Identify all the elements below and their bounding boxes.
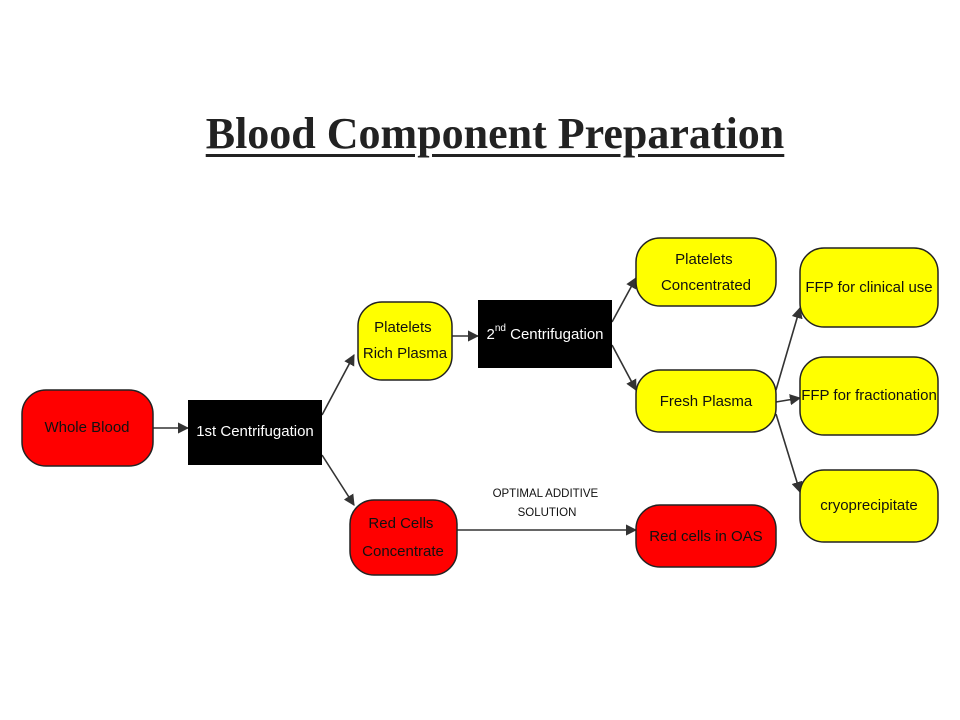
node-red-cells-concentrate: Red Cells Concentrate — [349, 499, 458, 576]
node-red-cells-in-oas: Red cells in OAS — [635, 504, 777, 568]
node-cryoprecipitate: cryoprecipitate — [799, 469, 939, 543]
edge-second-centrifugation-to-platelets-concentrated — [611, 277, 637, 323]
svg-text:FFP for clinical use: FFP for clinical use — [805, 279, 932, 296]
node-ffp-clinical: FFP for clinical use — [799, 247, 939, 328]
node-platelets-concentrated: Platelets Concentrated — [635, 237, 777, 307]
svg-text:Platelets Rich Plasma: Platelets Rich Plasma — [363, 319, 448, 362]
svg-text:Platelets Concentrated: Platelets Concentrated — [661, 251, 751, 294]
edge-label-optimal-additive-solution: OPTIMAL ADDITIVE SOLUTION — [493, 488, 602, 519]
svg-text:Red Cells Concentrate: Red Cells Concentrate — [362, 515, 444, 560]
node-whole-blood: Whole Blood — [21, 389, 154, 467]
node-first-centrifugation: 1st Centrifugation — [188, 400, 322, 465]
svg-text:Whole Blood: Whole Blood — [44, 419, 129, 436]
page-title: Blood Component Preparation — [205, 109, 785, 158]
node-second-centrifugation: 2nd Centrifugation — [478, 300, 612, 368]
node-platelets-rich-plasma: Platelets Rich Plasma — [357, 301, 453, 381]
edges — [153, 277, 803, 536]
edge-first-centrifugation-to-red-cells-concentrate — [321, 454, 355, 506]
svg-text:1st Centrifugation: 1st Centrifugation — [196, 423, 314, 440]
edge-fresh-plasma-to-ffp-clinical — [775, 306, 803, 391]
svg-text:FFP for fractionation: FFP for fractionation — [801, 387, 937, 404]
node-ffp-fractionation: FFP for fractionation — [799, 356, 939, 436]
svg-text:Fresh Plasma: Fresh Plasma — [660, 393, 753, 410]
svg-text:2nd Centrifugation: 2nd Centrifugation — [486, 323, 603, 343]
edge-second-centrifugation-to-fresh-plasma — [611, 344, 637, 391]
edge-fresh-plasma-to-cryoprecipitate — [775, 413, 803, 494]
edge-fresh-plasma-to-ffp-fractionation — [775, 394, 802, 406]
svg-text:Red cells in OAS: Red cells in OAS — [649, 528, 762, 545]
node-fresh-plasma: Fresh Plasma — [635, 369, 777, 433]
svg-text:cryoprecipitate: cryoprecipitate — [820, 497, 918, 514]
edge-first-centrifugation-to-platelets-rich-plasma — [321, 354, 355, 416]
